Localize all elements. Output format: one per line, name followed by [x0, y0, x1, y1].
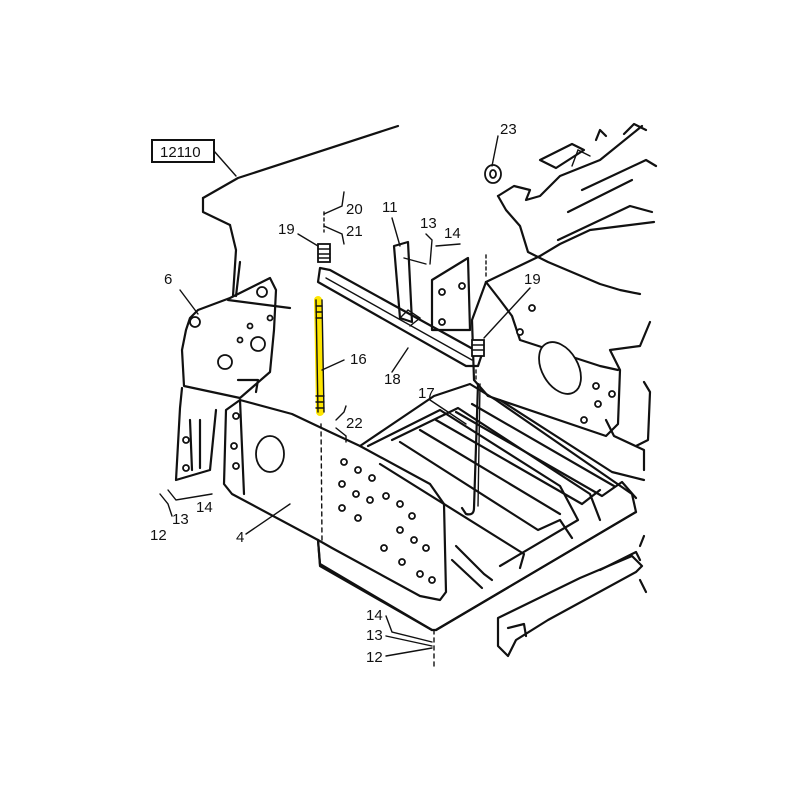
callout-6: 6: [164, 271, 172, 288]
callout-23: 23: [500, 121, 517, 138]
rear-frame: [496, 122, 658, 296]
left-bracket: [174, 276, 278, 482]
callout-14-upper: 14: [444, 225, 461, 242]
callout-11: 11: [382, 199, 398, 216]
bottom-bracket: [496, 534, 648, 658]
callout-13-upper: 13: [420, 215, 437, 232]
reference-number: 12110: [160, 144, 201, 161]
callout-12-left: 12: [150, 527, 167, 544]
leader-lines: [159, 135, 531, 657]
callouts: 23 20 21 19 11 13 14 6 19 16 18 17 22 13…: [150, 121, 541, 666]
floor-panel: [316, 382, 646, 632]
callout-16: 16: [350, 351, 367, 368]
callout-4: 4: [236, 529, 244, 546]
rod-17: [460, 382, 481, 516]
callout-20: 20: [346, 201, 363, 218]
highlighted-rod-16: [314, 296, 325, 416]
callout-21: 21: [346, 223, 363, 240]
guide-lines: [320, 211, 487, 669]
side-plate: [222, 398, 448, 602]
cross-member: [316, 266, 484, 368]
reference-callout: 12110: [151, 139, 237, 177]
callout-19-upper: 19: [278, 221, 295, 238]
callout-12-bottom: 12: [366, 649, 383, 666]
upper-frame: [201, 124, 400, 310]
callout-22: 22: [346, 415, 363, 432]
callout-13-bottom: 13: [366, 627, 383, 644]
callout-19-right: 19: [524, 271, 541, 288]
main-frame: [470, 220, 656, 472]
bracket-11: [392, 240, 472, 332]
callout-14-bottom: 14: [366, 607, 383, 624]
callout-18: 18: [384, 371, 401, 388]
callout-14-left: 14: [196, 499, 213, 516]
callout-13-left: 13: [172, 511, 189, 528]
springs: [317, 164, 502, 357]
callout-17: 17: [418, 385, 435, 402]
